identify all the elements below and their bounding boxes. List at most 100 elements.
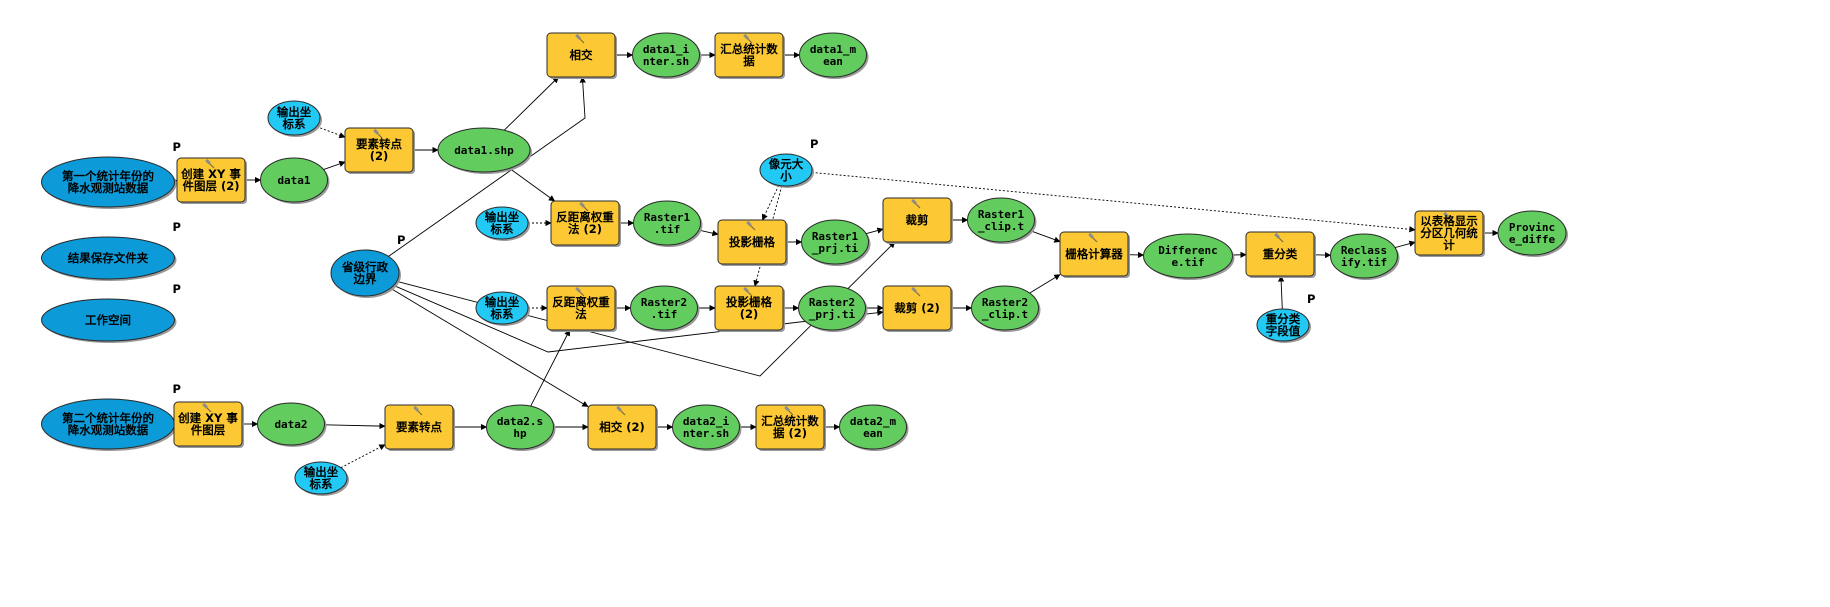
param-ellipse	[475, 291, 529, 325]
input-oval-ellipse	[330, 249, 400, 297]
node-label: 输出坐标系	[485, 295, 520, 321]
tool-node-t16[interactable]: 重分类	[1245, 231, 1316, 278]
tool-node-t5[interactable]: 相交	[546, 32, 617, 79]
connector-c1-t3	[316, 126, 346, 139]
node-label: 工作空间	[85, 313, 131, 327]
param-node-c1[interactable]: 输出坐标系	[267, 100, 322, 137]
node-label: data1	[277, 174, 310, 187]
tool-box	[384, 404, 454, 450]
node-label: 第二个统计年份的降水观测站数据	[62, 411, 154, 437]
hammer-icon	[575, 286, 585, 297]
tool-node-t17[interactable]: 以表格显示分区几何统计	[1414, 210, 1485, 257]
tool-node-t10[interactable]: 反距离权重法	[546, 285, 617, 332]
data-node-d2[interactable]: data2	[257, 402, 327, 447]
tool-box	[755, 404, 825, 450]
tool-node-t9[interactable]: 反距离权重法 (2)	[550, 200, 621, 247]
data-ellipse	[799, 32, 867, 78]
node-label: Raster1.tif	[644, 211, 691, 236]
hammer-icon	[911, 286, 921, 297]
data-ellipse	[1330, 233, 1398, 279]
tool-node-t7[interactable]: 汇总统计数据	[714, 32, 785, 79]
data-ellipse	[798, 285, 866, 331]
node-label: 要素转点	[396, 420, 442, 434]
hammer-icon	[1274, 232, 1284, 243]
parameter-marker: P	[173, 282, 181, 296]
tool-node-t2[interactable]: 创建 XY 事件图层	[173, 401, 244, 448]
connector-d13-t15	[1030, 230, 1061, 243]
connector-d4-t10	[530, 329, 571, 407]
node-label: Raster2_clip.t	[982, 296, 1028, 321]
hammer-icon	[373, 128, 383, 139]
data-node-d3[interactable]: data1.shp	[437, 127, 532, 174]
tool-node-t6[interactable]: 相交 (2)	[587, 404, 658, 451]
tool-node-t14[interactable]: 裁剪 (2)	[882, 285, 953, 332]
node-label: 裁剪	[906, 213, 929, 227]
tool-node-t8[interactable]: 汇总统计数据 (2)	[755, 404, 826, 451]
tool-node-t12[interactable]: 投影栅格(2)	[714, 285, 785, 332]
tool-node-t15[interactable]: 栅格计算器	[1059, 231, 1130, 278]
tool-node-t4[interactable]: 要素转点	[384, 404, 455, 451]
node-label: Raster1_clip.t	[978, 208, 1025, 233]
node-label: 输出坐标系	[304, 465, 339, 491]
data-node-d13[interactable]: Raster1_clip.t	[967, 197, 1037, 244]
data-node-d1[interactable]: data1	[260, 157, 330, 204]
hammer-icon	[746, 220, 756, 231]
input-oval-node-n3[interactable]: 工作空间 P	[41, 282, 181, 343]
tool-node-t13[interactable]: 裁剪	[882, 197, 953, 244]
node-label: 创建 XY 事件图层 (2)	[180, 167, 241, 193]
connector-n5-t6	[390, 287, 589, 407]
connector-d11-t13	[865, 227, 884, 235]
param-node-c2[interactable]: 输出坐标系	[475, 206, 530, 241]
hammer-icon	[743, 33, 753, 44]
data-node-d11[interactable]: Raster1_prj.ti	[801, 219, 871, 266]
connector-c5-t11	[761, 185, 780, 221]
data-ellipse	[839, 404, 907, 450]
tool-box	[1059, 231, 1129, 277]
parameter-marker: P	[173, 220, 181, 234]
data-node-d10[interactable]: Raster2.tif	[630, 285, 700, 332]
hammer-icon	[579, 201, 589, 212]
tool-node-t11[interactable]: 投影栅格	[717, 219, 788, 266]
connector-c4-t4	[340, 444, 386, 469]
param-node-c4[interactable]: 输出坐标系	[294, 461, 349, 496]
input-oval-ellipse	[41, 156, 175, 208]
data-node-d9[interactable]: Raster1.tif	[633, 200, 703, 247]
data-node-d12[interactable]: Raster2_prj.ti	[798, 285, 868, 332]
connector-d2-t4	[324, 422, 386, 430]
tool-box	[550, 200, 620, 246]
data-ellipse	[486, 404, 554, 450]
connector-c5-t12	[753, 185, 783, 287]
data-node-d14[interactable]: Raster2_clip.t	[971, 285, 1041, 332]
data-ellipse	[1143, 233, 1233, 279]
param-node-c3[interactable]: 输出坐标系	[475, 291, 530, 326]
connector-d3-t5	[503, 76, 559, 131]
connector-d16-t17	[1394, 240, 1416, 249]
node-label: 重分类字段值	[1266, 312, 1301, 338]
node-label: 相交	[570, 48, 593, 62]
tool-node-t1[interactable]: 创建 XY 事件图层 (2)	[176, 157, 247, 204]
connections	[171, 51, 1499, 469]
input-oval-ellipse	[41, 236, 175, 280]
data-ellipse	[630, 285, 698, 331]
tool-node-t3[interactable]: 要素转点(2)	[344, 127, 415, 174]
connector-c6-t16	[1277, 275, 1285, 310]
tool-box	[546, 285, 616, 331]
